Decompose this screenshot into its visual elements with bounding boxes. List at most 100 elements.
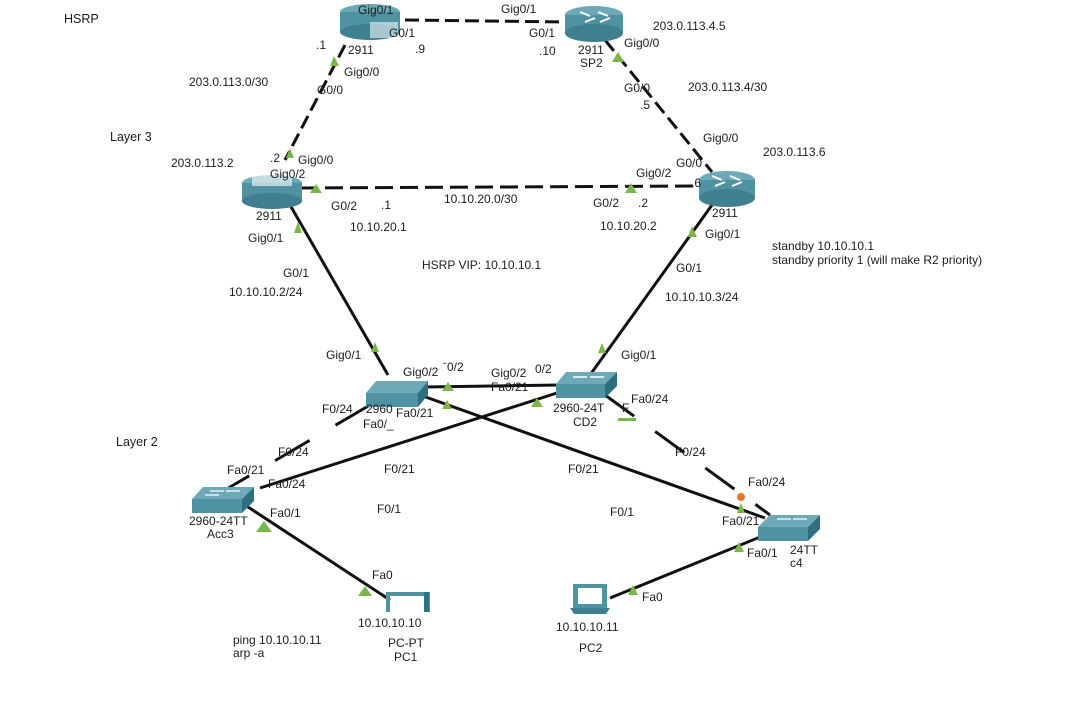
link-up-marker: [371, 342, 379, 352]
port-label: Gig0/2: [491, 366, 527, 380]
port-label: Fa0/21: [722, 514, 760, 528]
network-label: 203.0.113.0/30: [189, 75, 269, 89]
hsrp-config-note: standby 10.10.10.1: [772, 239, 875, 253]
device-model-label: 2911: [256, 209, 282, 223]
router-r2[interactable]: [699, 171, 755, 207]
link-up-marker: [612, 52, 624, 62]
device-model-label: 2911: [578, 43, 604, 57]
port-label: 0/2: [535, 362, 552, 376]
port-label: F0/24: [322, 402, 353, 416]
port-label: Gig0/1: [358, 3, 394, 17]
switch-acc4[interactable]: [758, 515, 820, 541]
port-label: Gig0/0: [298, 153, 334, 167]
port-label: Fa0/24: [631, 392, 669, 406]
pc-pc1[interactable]: [386, 592, 430, 612]
switch-cd1[interactable]: [366, 381, 428, 407]
port-label: Gig0/0: [624, 36, 660, 50]
port-label: G0/1: [676, 261, 703, 275]
ip-label: 10.10.20.1: [350, 220, 407, 234]
device-name-label: PC1: [394, 650, 418, 664]
device-model-label: 2911: [348, 43, 374, 57]
link-blocked-marker: [737, 493, 745, 501]
router-r1[interactable]: [242, 172, 302, 209]
port-label: F0/21: [568, 462, 599, 476]
device-name-label: c4: [790, 556, 803, 570]
link-up-marker: [442, 382, 454, 391]
link-up-marker: [256, 521, 272, 532]
link-up-marker: [286, 148, 294, 158]
port-label: Fa0/1: [270, 506, 301, 520]
port-label: Fa0/_: [363, 417, 394, 431]
port-label: Gig0/0: [344, 65, 380, 79]
device-model-label: 2911: [712, 206, 738, 220]
link-cd2-acc4[interactable]: [604, 393, 771, 517]
port-label: G0/2: [331, 199, 358, 213]
port-label: ˉ0/2: [443, 360, 464, 374]
port-label: Gig0/1: [705, 227, 741, 241]
link-up-marker: [737, 503, 745, 513]
link-up-marker: [330, 56, 339, 66]
port-label: G0/1: [529, 26, 556, 40]
port-label: G0/0: [317, 83, 344, 97]
ip-suffix-label: .10: [539, 44, 556, 58]
link-r1-cd1[interactable]: [288, 204, 390, 376]
port-label: Gig0/0: [703, 131, 739, 145]
port-label: G0/0: [676, 156, 703, 170]
section-label-layer2: Layer 2: [116, 435, 158, 449]
port-label: F0/21: [384, 462, 415, 476]
hsrp-config-note: standby priority 1 (will make R2 priorit…: [772, 253, 983, 267]
port-label: Gig0/2: [403, 365, 439, 379]
router-sp1[interactable]: [340, 4, 400, 40]
link-sp1-sp2[interactable]: [404, 18, 566, 24]
port-label: Fa0/1: [747, 546, 778, 560]
device-model-label: 24TT: [790, 543, 819, 557]
port-label: Fa0/24: [268, 477, 306, 491]
link-cd1-acc4[interactable]: [419, 393, 766, 520]
link-cd2-acc3[interactable]: [259, 390, 561, 490]
section-label-hsrp: HSRP: [64, 12, 99, 26]
router-sp2[interactable]: [565, 6, 623, 42]
link-acc3-pc1[interactable]: [244, 503, 391, 602]
link-cd1-acc3[interactable]: [224, 403, 371, 492]
switch-acc3[interactable]: [192, 487, 254, 513]
ip-label: 10.10.10.11: [556, 620, 619, 634]
port-label: Gig0/2: [636, 166, 672, 180]
link-up-marker: [625, 183, 637, 193]
ip-label: 10.10.20.2: [600, 219, 657, 233]
ip-suffix-label: .1: [316, 38, 327, 52]
link-up-marker: [688, 226, 697, 237]
hsrp-vip-label: HSRP VIP: 10.10.10.1: [422, 258, 542, 272]
device-model-label: 2960: [366, 402, 393, 416]
link-r1-r2[interactable]: [299, 184, 701, 190]
port-label: F0/24: [278, 445, 309, 459]
port-label: F0/24: [675, 445, 706, 459]
link-up-marker: [310, 184, 322, 193]
port-label: Fa0: [642, 590, 663, 604]
link-up-marker: [598, 343, 606, 353]
ip-suffix-label: .1: [381, 198, 392, 212]
link-up-marker: [618, 418, 636, 421]
device-name-label: PC2: [579, 641, 603, 655]
command-note: arp -a: [233, 646, 265, 660]
port-label: Fa0/21: [396, 406, 434, 420]
switch-cd2[interactable]: [556, 372, 617, 398]
network-label: 10.10.20.0/30: [444, 192, 518, 206]
command-note: ping 10.10.10.11: [233, 633, 322, 647]
ip-suffix-label: .5: [640, 98, 651, 112]
ip-suffix-label: .2: [638, 196, 649, 210]
link-markers: [256, 52, 745, 596]
port-label: Fa0/21: [491, 380, 529, 394]
cables: [224, 18, 771, 602]
port-label: Fa0: [372, 568, 393, 582]
section-label-layer3: Layer 3: [110, 130, 152, 144]
port-label: Gig0/1: [501, 2, 537, 16]
port-label: F: [622, 401, 630, 415]
port-label: Fa0/24: [748, 475, 786, 489]
port-label: G0/1: [283, 266, 310, 280]
link-up-marker: [628, 585, 638, 595]
pc-pc2[interactable]: [570, 584, 610, 614]
ip-label: 10.10.10.10: [358, 616, 422, 630]
link-up-marker: [531, 398, 543, 407]
device-name-label: CD2: [573, 415, 598, 429]
